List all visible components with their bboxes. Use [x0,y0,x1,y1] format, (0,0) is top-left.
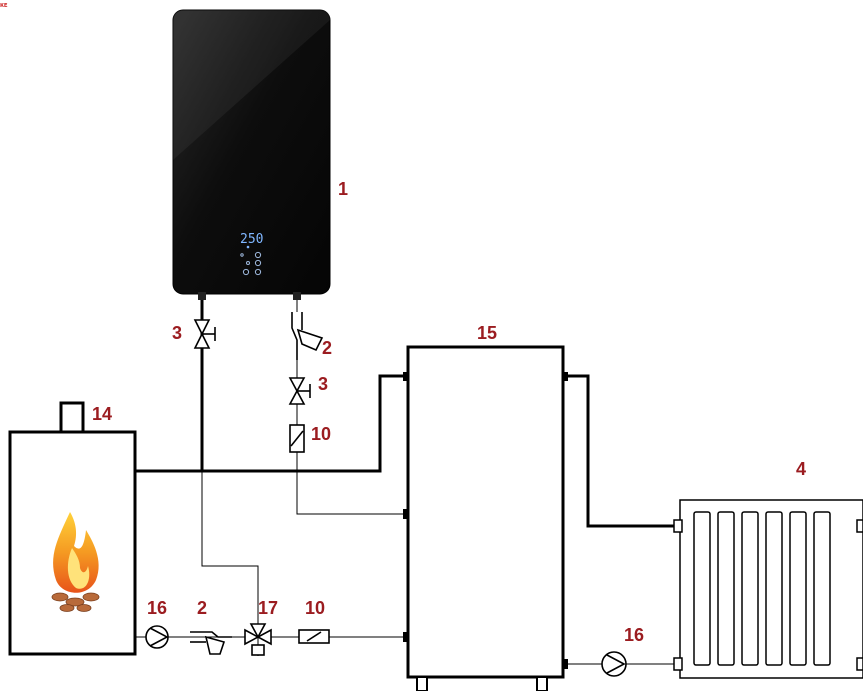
heater-display: 250 [240,232,263,247]
check-valve-top-icon[interactable] [289,424,305,453]
pump-left-icon[interactable] [145,625,169,649]
ball-valve-left-icon[interactable] [193,319,216,349]
label-radiator: 4 [796,459,806,479]
label-check-valve-bottom: 10 [305,598,325,618]
label-check-valve-top: 10 [311,424,331,444]
inlet-pipe-to-tank [296,452,408,515]
label-tank: 15 [477,323,497,343]
label-pump-left: 16 [147,598,167,618]
solid-fuel-boiler [8,401,137,656]
label-heater: 1 [338,179,348,199]
label-pump-right: 16 [624,625,644,645]
buffer-tank [403,345,568,691]
radiator [673,499,863,679]
label-boiler: 14 [92,404,112,424]
label-valve-right: 3 [318,374,328,394]
label-strainer-bottom: 2 [197,598,207,618]
label-strainer-top: 2 [322,338,332,358]
pump-right-icon[interactable] [601,651,627,677]
corner-mark: ᴋᴇ [0,2,8,9]
strainer-bottom-icon[interactable] [190,631,232,655]
check-valve-bottom-icon[interactable] [298,629,330,644]
heater-buttons [240,251,262,276]
strainer-top-icon[interactable] [291,312,324,360]
ball-valve-right-icon[interactable] [288,377,311,405]
bypass-pipe [201,471,259,656]
electric-heater: 250 [172,9,331,300]
flame-icon [51,512,100,612]
label-three-way-valve: 17 [258,598,278,618]
three-way-valve-icon[interactable] [244,623,272,656]
label-valve-left: 3 [172,323,182,343]
radiator-supply-pipe [563,374,680,528]
boiler-supply-pipe [135,374,408,473]
